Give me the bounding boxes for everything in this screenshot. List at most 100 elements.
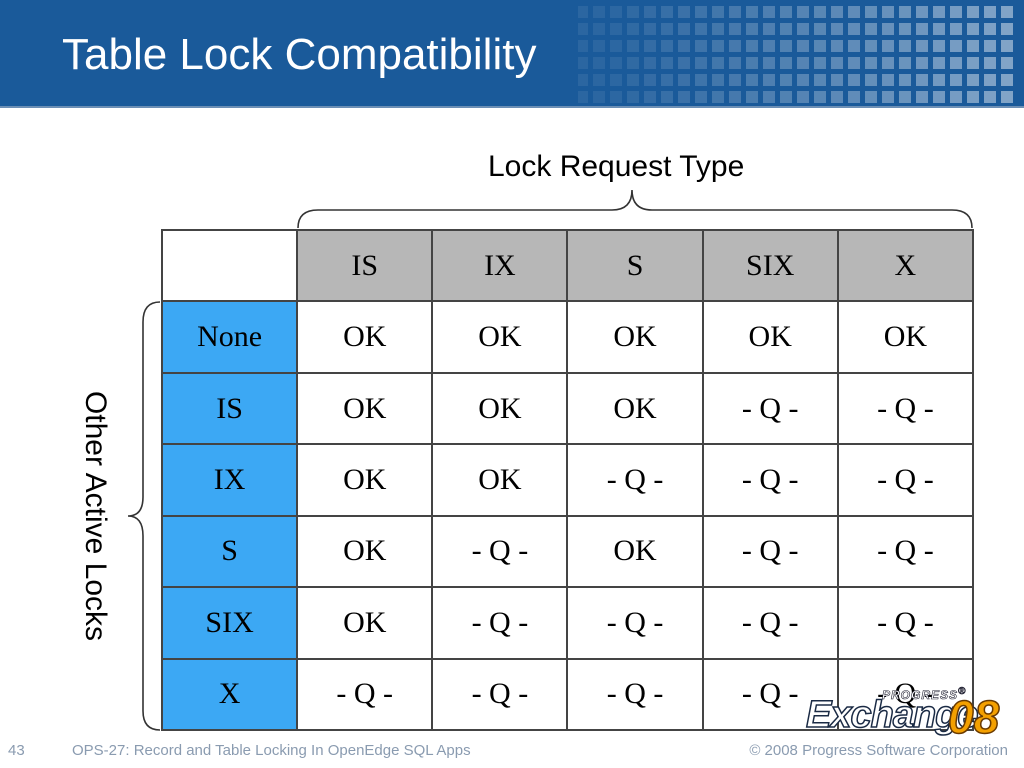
header-pattern-square bbox=[593, 57, 605, 69]
header-pattern-square bbox=[763, 57, 775, 69]
column-header: IX bbox=[431, 228, 569, 303]
header-pattern-square bbox=[882, 23, 894, 35]
header-pattern-square bbox=[916, 91, 928, 103]
title-divider bbox=[0, 106, 1024, 108]
table-row: IS OK OK OK - Q - - Q - bbox=[160, 371, 975, 446]
side-brace bbox=[127, 301, 161, 731]
header-pattern-square bbox=[644, 40, 656, 52]
header-pattern-square bbox=[695, 40, 707, 52]
header-pattern-square bbox=[797, 91, 809, 103]
header-pattern-square bbox=[984, 6, 996, 18]
header-pattern-square bbox=[712, 6, 724, 18]
header-pattern-square bbox=[610, 74, 622, 86]
header-pattern-square bbox=[780, 91, 792, 103]
header-pattern-square bbox=[933, 23, 945, 35]
header-pattern-square bbox=[593, 91, 605, 103]
header-pattern-square bbox=[763, 6, 775, 18]
column-header: X bbox=[836, 228, 975, 303]
header-pattern bbox=[578, 6, 1013, 103]
table-cell: - Q - bbox=[836, 443, 975, 517]
header-pattern-square bbox=[797, 6, 809, 18]
header-pattern-square bbox=[848, 91, 860, 103]
header-pattern-square bbox=[712, 40, 724, 52]
header-pattern-square bbox=[882, 91, 894, 103]
header-pattern-square bbox=[661, 40, 673, 52]
header-pattern-square bbox=[882, 6, 894, 18]
header-pattern-square bbox=[661, 23, 673, 35]
table-cell: - Q - bbox=[296, 657, 434, 732]
header-pattern-square bbox=[984, 57, 996, 69]
header-pattern-square bbox=[933, 74, 945, 86]
header-pattern-square bbox=[899, 23, 911, 35]
header-pattern-square bbox=[746, 74, 758, 86]
header-pattern-square bbox=[780, 40, 792, 52]
table-cell: - Q - bbox=[836, 657, 975, 732]
header-pattern-square bbox=[627, 40, 639, 52]
header-pattern-square bbox=[695, 74, 707, 86]
header-pattern-square bbox=[950, 23, 962, 35]
logo-brand-text: PROGRESS bbox=[882, 688, 959, 703]
header-pattern-square bbox=[661, 57, 673, 69]
logo-brand: PROGRESS® bbox=[882, 686, 967, 703]
header-pattern-square bbox=[610, 91, 622, 103]
header-pattern-square bbox=[797, 57, 809, 69]
header-pattern-square bbox=[865, 91, 877, 103]
table-row: S OK - Q - OK - Q - - Q - bbox=[160, 514, 975, 589]
table-cell: OK bbox=[566, 514, 704, 589]
table-cell: OK bbox=[701, 300, 839, 374]
header-pattern-square bbox=[661, 91, 673, 103]
header-pattern-square bbox=[848, 6, 860, 18]
header-pattern-square bbox=[831, 91, 843, 103]
header-pattern-square bbox=[916, 57, 928, 69]
table-cell: - Q - bbox=[701, 371, 839, 446]
header-pattern-square bbox=[831, 23, 843, 35]
header-pattern-square bbox=[729, 40, 741, 52]
table-cell: - Q - bbox=[566, 657, 704, 732]
header-pattern-square bbox=[950, 6, 962, 18]
header-pattern-square bbox=[984, 40, 996, 52]
header-pattern-square bbox=[797, 40, 809, 52]
header-pattern-square bbox=[763, 23, 775, 35]
table-cell: - Q - bbox=[836, 514, 975, 589]
lock-compatibility-table: IS IX S SIX X None OK OK OK OK OK IS OK … bbox=[160, 228, 975, 732]
slide-number: 43 bbox=[8, 742, 25, 759]
title-bar: Table Lock Compatibility bbox=[0, 0, 1024, 106]
header-pattern-square bbox=[899, 91, 911, 103]
table-cell: OK bbox=[296, 371, 434, 446]
header-pattern-square bbox=[578, 6, 588, 18]
header-pattern-square bbox=[593, 74, 605, 86]
header-pattern-square bbox=[1001, 40, 1013, 52]
header-pattern-square bbox=[848, 57, 860, 69]
top-brace bbox=[297, 189, 973, 229]
table-cell: OK bbox=[566, 300, 704, 374]
header-pattern-square bbox=[831, 6, 843, 18]
table-cell: - Q - bbox=[701, 443, 839, 517]
header-pattern-square bbox=[780, 57, 792, 69]
header-pattern-square bbox=[848, 23, 860, 35]
header-pattern-square bbox=[695, 23, 707, 35]
logo-registered-mark: ® bbox=[958, 686, 967, 698]
header-pattern-square bbox=[984, 23, 996, 35]
table-cell: - Q - bbox=[431, 657, 569, 732]
header-pattern-square bbox=[578, 74, 588, 86]
header-pattern-square bbox=[610, 57, 622, 69]
header-pattern-square bbox=[746, 91, 758, 103]
header-pattern-square bbox=[578, 23, 588, 35]
header-pattern-square bbox=[814, 74, 826, 86]
header-pattern-square bbox=[729, 6, 741, 18]
header-pattern-square bbox=[865, 74, 877, 86]
header-pattern-square bbox=[797, 23, 809, 35]
header-pattern-square bbox=[678, 40, 690, 52]
logo-name: Exchange bbox=[805, 693, 979, 737]
exchange-logo: Exchange 08 PROGRESS® bbox=[805, 684, 1006, 746]
header-pattern-square bbox=[865, 6, 877, 18]
header-pattern-square bbox=[695, 6, 707, 18]
header-pattern-square bbox=[610, 40, 622, 52]
header-pattern-square bbox=[644, 74, 656, 86]
header-pattern-square bbox=[967, 6, 979, 18]
column-axis-label: Lock Request Type bbox=[488, 150, 745, 183]
row-header: IX bbox=[160, 443, 299, 517]
table-cell: OK bbox=[296, 443, 434, 517]
header-pattern-square bbox=[950, 40, 962, 52]
